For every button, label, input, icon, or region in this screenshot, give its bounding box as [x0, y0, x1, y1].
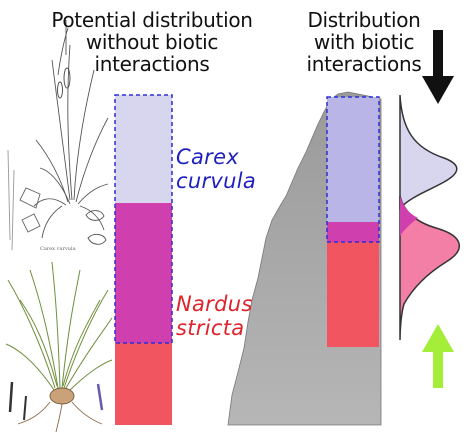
- heading-realized-line-3: interactions: [306, 52, 422, 76]
- density-overlap: [400, 196, 418, 236]
- heading-potential-line-1: Potential distribution: [51, 8, 253, 32]
- label-nardus-line-2: stricta: [176, 316, 245, 340]
- potential-carex-bar: [115, 95, 172, 203]
- arrow-up-icon: [422, 324, 454, 388]
- label-carex-line-2: curvula: [176, 169, 257, 193]
- label-carex-curvula: Carex curvula: [176, 145, 256, 193]
- realized-carex-bar: [327, 97, 379, 222]
- heading-realized-line-1: Distribution: [307, 8, 421, 32]
- label-nardus-stricta: Nardus stricta: [176, 292, 253, 340]
- label-carex-line-1: Carex: [176, 145, 240, 169]
- potential-overlap-bar: [115, 203, 172, 343]
- potential-carex-dashed-outline: [114, 94, 173, 344]
- heading-potential-line-2: without biotic: [85, 30, 219, 54]
- label-nardus-line-1: Nardus: [176, 292, 253, 316]
- realized-nardus-bar: [327, 242, 379, 347]
- arrow-down-icon: [422, 30, 454, 104]
- heading-realized-line-2: with biotic: [313, 30, 415, 54]
- heading-potential-distribution: Potential distribution without biotic in…: [32, 9, 272, 75]
- illustration-caption-carex: Carex curvula: [40, 246, 76, 252]
- heading-realized-distribution: Distribution with biotic interactions: [284, 9, 444, 75]
- plant-illustration: [5, 20, 113, 433]
- carex-density-curve: [399, 94, 458, 210]
- realized-overlap-bar: [327, 222, 379, 242]
- heading-potential-line-3: interactions: [94, 52, 210, 76]
- nardus-density-curve: [399, 195, 461, 341]
- potential-nardus-bar: [115, 343, 172, 425]
